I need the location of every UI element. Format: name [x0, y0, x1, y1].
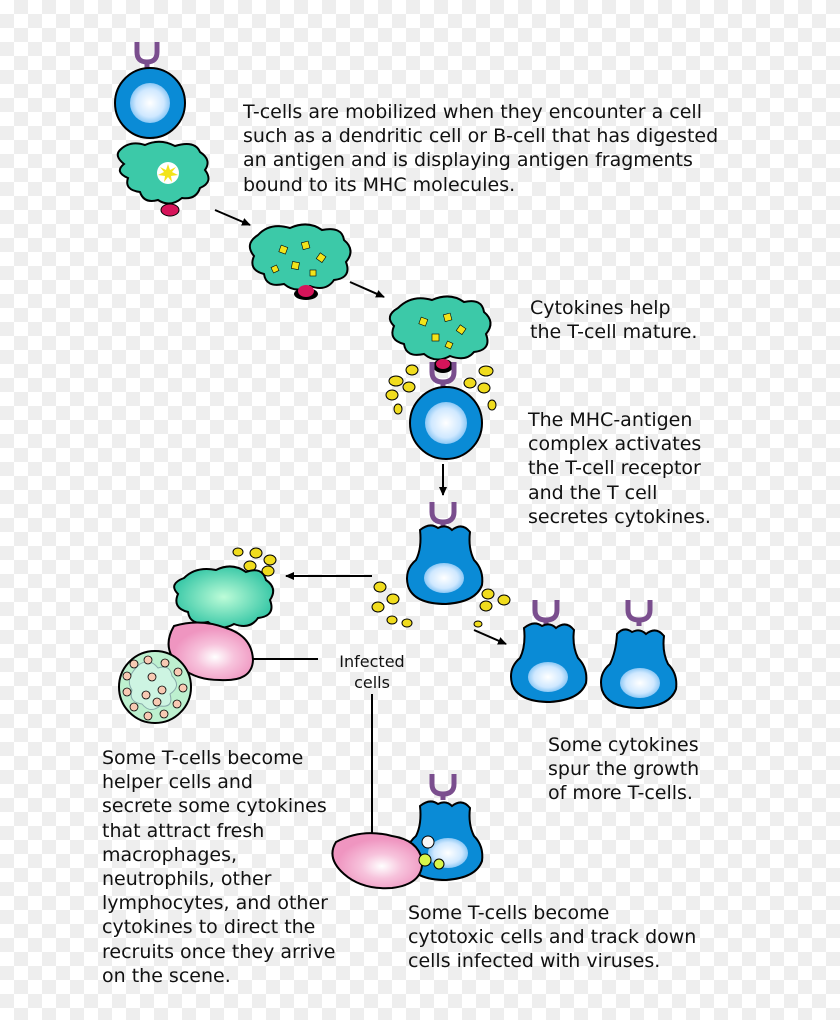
- t-cell-receptor: [532, 600, 560, 623]
- new-t-cell-2: [600, 600, 678, 710]
- recruited-dendritic-cell: [173, 565, 275, 629]
- t-cell-nucleus: [528, 662, 568, 692]
- activated-t-cell: [409, 362, 483, 460]
- dendritic-cell-body: [173, 565, 275, 629]
- dendritic-cell-presenting: [388, 295, 492, 373]
- dendritic-cell-processing: [248, 223, 352, 300]
- t-cell-receptor: [429, 774, 457, 797]
- infected-cell-target: [331, 832, 424, 890]
- macrophage-granules: [122, 655, 188, 721]
- new-t-cell-1: [510, 600, 588, 704]
- cytokines-cluster-3: [232, 547, 277, 577]
- cytotoxic-granules: [418, 835, 445, 870]
- arrow-5: [473, 629, 507, 645]
- cytokines-cluster-2: [371, 581, 511, 628]
- mhc-molecule: [298, 285, 314, 297]
- t-cell-nucleus: [130, 83, 170, 123]
- secreting-t-cell: [406, 502, 484, 606]
- dendritic-cell-digesting: [116, 140, 210, 217]
- caption-helper: Some T-cells become helper cells and sec…: [102, 747, 336, 987]
- macrophage: [118, 650, 192, 724]
- mhc-molecule: [436, 359, 450, 369]
- mhc-molecule: [160, 203, 180, 217]
- dendritic-cell-body: [248, 223, 352, 291]
- t-cell-receptor: [134, 42, 160, 65]
- t-cell-receptor: [429, 502, 457, 525]
- infected-cell-body: [331, 832, 424, 890]
- cytokines-cluster-1: [385, 364, 497, 415]
- t-cell-nucleus: [620, 668, 660, 698]
- caption-infected-cells: Infected cells: [339, 652, 405, 692]
- arrow-1: [214, 209, 251, 226]
- arrow-2: [349, 281, 385, 298]
- caption-growth: Some cytokines spur the growth of more T…: [548, 734, 700, 805]
- t-cell-nucleus: [424, 563, 464, 593]
- caption-cytokines-help: Cytokines help the T-cell mature.: [530, 297, 698, 344]
- t-cell-nucleus: [425, 402, 467, 444]
- resting-t-cell: [114, 42, 186, 139]
- t-cell-receptor: [625, 600, 653, 623]
- caption-mobilization: T-cells are mobilized when they encounte…: [243, 101, 719, 196]
- dendritic-cell-body: [388, 295, 492, 361]
- caption-cytotoxic: Some T-cells become cytotoxic cells and …: [408, 902, 697, 973]
- antigen-burst-icon: [158, 164, 178, 182]
- caption-mhc-activation: The MHC-antigen complex activates the T-…: [528, 409, 711, 528]
